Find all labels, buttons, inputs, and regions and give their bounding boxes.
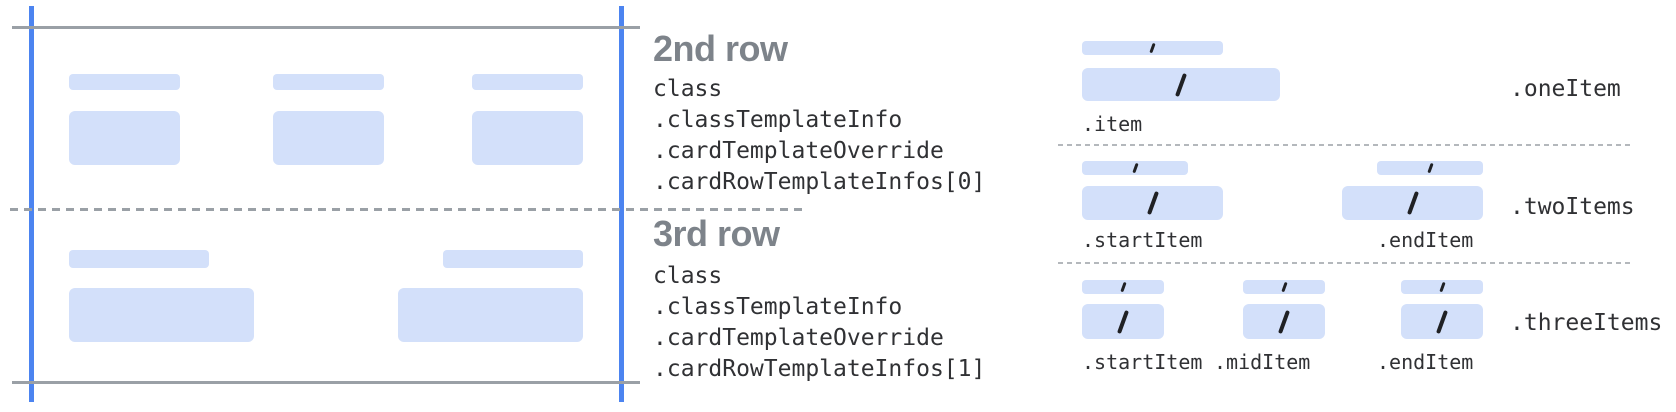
row3-heading: 3rd row xyxy=(653,213,780,254)
two-items-start-label-bar xyxy=(1082,161,1188,175)
three-items-start-value-bar xyxy=(1082,304,1164,339)
card-left-guide-line xyxy=(29,6,34,402)
item-label: .endItem xyxy=(1377,228,1474,252)
code-line: .classTemplateInfo xyxy=(653,294,903,320)
slash-icon xyxy=(1406,191,1419,215)
code-line: .cardRowTemplateInfos[0] xyxy=(653,169,986,195)
row2-col3-value-placeholder xyxy=(472,111,583,165)
slash-icon xyxy=(1436,309,1448,334)
row2-col1-value-placeholder xyxy=(69,111,180,165)
slash-icon xyxy=(1175,72,1187,97)
row3-end-label-placeholder xyxy=(443,250,583,268)
one-item-value-bar xyxy=(1082,68,1280,101)
item-label: .midItem xyxy=(1214,350,1311,374)
two-items-start-value-bar xyxy=(1082,186,1223,220)
slash-icon xyxy=(1281,281,1287,293)
one-item-label-bar xyxy=(1082,41,1223,55)
slash-icon xyxy=(1439,281,1445,293)
code-line: class xyxy=(653,76,723,102)
legend-divider-dotted-line xyxy=(1058,262,1630,264)
slash-icon xyxy=(1427,162,1433,174)
row2-col1-label-placeholder xyxy=(69,74,180,90)
row3-class-path: class .classTemplateInfo .cardTemplateOv… xyxy=(653,261,985,385)
three-items-mid-label-bar xyxy=(1243,280,1325,294)
one-item-group-label: .oneItem xyxy=(1510,76,1621,102)
slash-icon xyxy=(1146,191,1159,215)
row2-col2-label-placeholder xyxy=(273,74,384,90)
three-items-mid-value-bar xyxy=(1243,304,1325,339)
two-items-end-value-bar xyxy=(1342,186,1483,220)
row2-class-path: class .classTemplateInfo .cardTemplateOv… xyxy=(653,74,985,198)
card-bottom-edge-line xyxy=(12,381,640,384)
slash-icon xyxy=(1132,162,1138,174)
row3-end-value-placeholder xyxy=(398,288,583,342)
three-items-group-label: .threeItems xyxy=(1510,310,1663,336)
row2-col3-label-placeholder xyxy=(472,74,583,90)
item-label: .item xyxy=(1082,112,1143,136)
slash-icon xyxy=(1117,309,1129,334)
item-label: .startItem xyxy=(1082,228,1203,252)
slash-icon xyxy=(1149,42,1156,54)
card-row-divider-dashed-line xyxy=(10,208,802,211)
two-items-group-label: .twoItems xyxy=(1510,194,1635,220)
card-right-guide-line xyxy=(619,6,624,402)
row2-col2-value-placeholder xyxy=(273,111,384,165)
item-label: .startItem xyxy=(1082,350,1203,374)
item-label: .endItem xyxy=(1377,350,1474,374)
three-items-start-label-bar xyxy=(1082,280,1164,294)
two-items-end-label-bar xyxy=(1377,161,1483,175)
three-items-end-label-bar xyxy=(1401,280,1483,294)
code-line: .cardRowTemplateInfos[1] xyxy=(653,356,986,382)
row2-heading: 2nd row xyxy=(653,28,788,69)
row3-start-label-placeholder xyxy=(69,250,209,268)
three-items-end-value-bar xyxy=(1401,304,1483,339)
card-top-edge-line xyxy=(12,26,640,29)
row3-start-value-placeholder xyxy=(69,288,254,342)
code-line: .cardTemplateOverride xyxy=(653,138,944,164)
code-line: .cardTemplateOverride xyxy=(653,325,944,351)
slash-icon xyxy=(1120,281,1126,293)
legend-divider-dotted-line xyxy=(1058,144,1630,146)
code-line: class xyxy=(653,263,723,289)
slash-icon xyxy=(1278,309,1290,334)
code-line: .classTemplateInfo xyxy=(653,107,903,133)
